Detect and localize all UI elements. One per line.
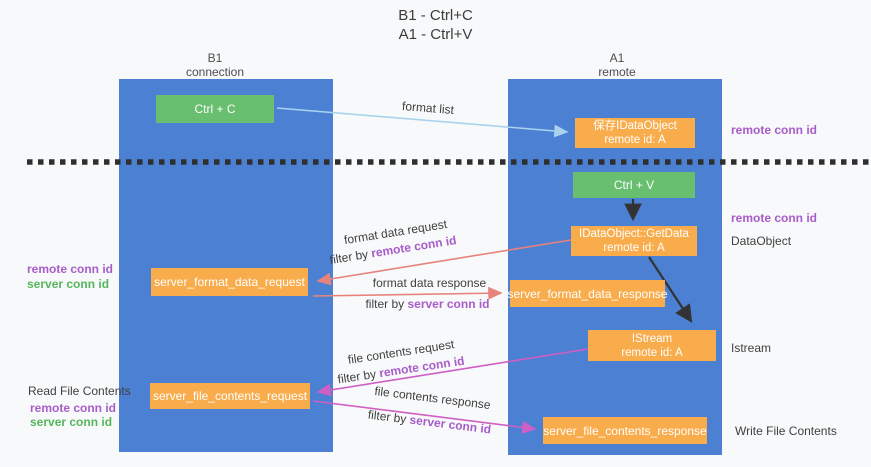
arrow-format-data-response [312,286,503,300]
node-save-dataobject-line2: remote id: A [604,134,666,146]
caption-format-list: format list [401,98,455,118]
label-remote-conn-id-top-right: remote conn id [731,123,818,137]
title-line-1: B1 - Ctrl+C [398,7,473,24]
node-server-file-contents-request-label: server_file_contents_request [152,389,308,403]
node-idataobject-getdata: IDataObject::GetData remote id: A [571,226,697,256]
label-remote-conn-id-mid-right: remote conn id [731,211,818,225]
right-column-header: A1 remote [547,51,687,79]
label-write-file-contents: Write File Contents [735,424,837,438]
label-server-conn-id-bottom-left: server conn id [30,415,113,429]
filter-by-text-4: filter by [367,407,411,427]
server-conn-id-text-2: server conn id [408,412,492,437]
label-istream: Istream [731,341,772,355]
node-server-format-data-response-label: server_format_data_response [507,286,668,301]
diagram-title: B1 - Ctrl+C A1 - Ctrl+V [0,6,871,44]
node-istream: IStream remote id: A [588,330,716,361]
node-ctrl-c: Ctrl + C [156,95,274,123]
label-server-conn-id-left: server conn id [27,277,110,291]
right-column-name: A1 [609,51,625,65]
node-ctrl-c-label: Ctrl + C [194,102,236,116]
label-remote-conn-id-left: remote conn id [27,262,114,276]
caption-format-data-response: format data response [372,276,487,290]
node-save-dataobject-line1: 保存IDataObject [593,120,677,132]
node-save-dataobject: 保存IDataObject remote id: A [575,118,695,148]
node-ctrl-v-label: Ctrl + V [613,178,655,192]
node-server-format-data-request-label: server_format_data_request [154,275,305,289]
node-getdata-line1: IDataObject::GetData [579,228,689,240]
left-column-name: B1 [207,51,223,65]
server-conn-id-text-1: server conn id [407,297,490,311]
left-column-header: B1 connection [145,51,285,79]
label-remote-conn-id-bottom-left: remote conn id [30,401,117,415]
label-dataobject: DataObject [731,234,792,248]
filter-by-text-2: filter by [365,297,408,311]
node-server-file-contents-request: server_file_contents_request [150,383,310,409]
left-column-subtitle: connection [185,65,245,79]
node-istream-line1: IStream [631,332,673,345]
node-ctrl-v: Ctrl + V [573,172,695,198]
node-server-format-data-request: server_format_data_request [151,268,308,296]
node-istream-line2: remote id: A [621,346,683,359]
right-column-subtitle: remote [598,65,636,79]
node-server-format-data-response: server_format_data_response [507,280,668,307]
node-server-file-contents-response: server_file_contents_response [543,417,707,444]
node-getdata-line2: remote id: A [603,242,665,254]
caption-filter-server-1: filter by server conn id [355,297,500,311]
node-server-file-contents-response-label: server_file_contents_response [543,423,707,438]
filter-by-text-1: filter by [328,246,373,267]
title-line-2: A1 - Ctrl+V [398,26,473,43]
label-read-file-contents: Read File Contents [28,384,131,398]
